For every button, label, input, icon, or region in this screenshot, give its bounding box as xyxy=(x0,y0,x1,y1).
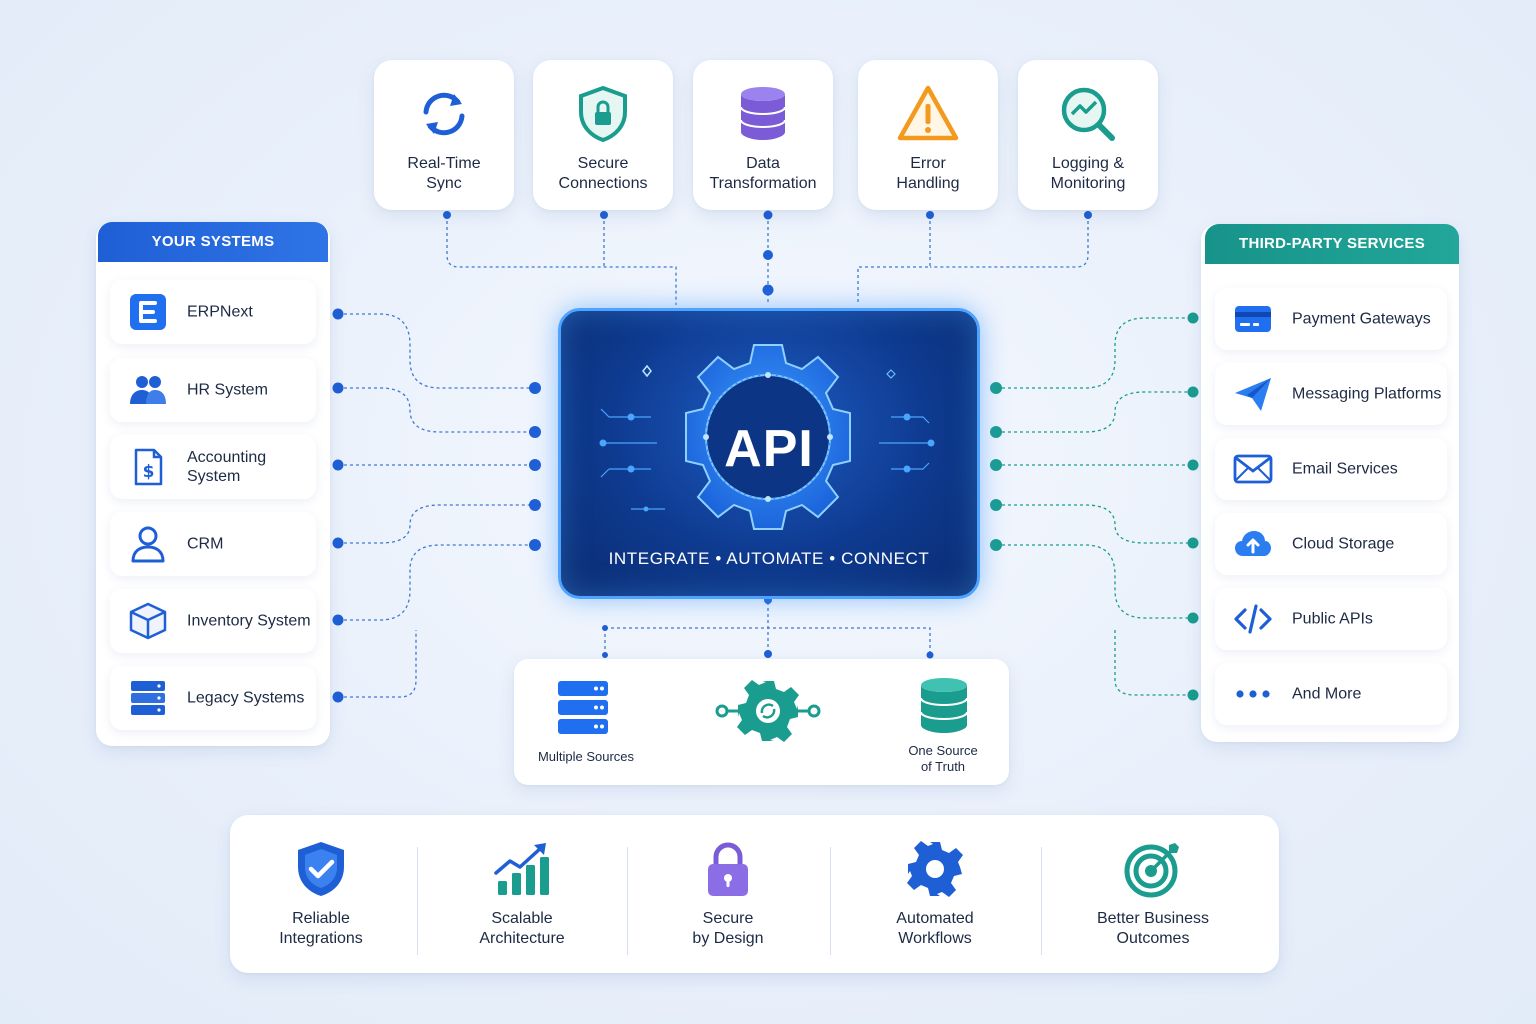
cloud-upload-icon xyxy=(1235,531,1271,556)
system-item-label: Legacy Systems xyxy=(187,689,305,707)
feature-card-error-handling: Error Handling xyxy=(858,60,998,210)
service-item-cloud-storage[interactable]: Cloud Storage xyxy=(1215,513,1447,575)
mail-icon xyxy=(1233,454,1273,484)
service-item-messaging-platforms[interactable]: Messaging Platforms xyxy=(1215,363,1447,425)
sync-icon xyxy=(423,92,465,136)
benefit-label: Scalable Architecture xyxy=(479,910,565,947)
feature-label: Error Handling xyxy=(896,155,960,192)
system-item-accounting-system[interactable]: $ Accounting System xyxy=(110,435,316,499)
erpnext-icon xyxy=(130,294,166,330)
service-item-and-more[interactable]: And More xyxy=(1215,663,1447,725)
service-item-label: And More xyxy=(1292,685,1362,703)
feature-card-real-time-sync: Real-Time Sync xyxy=(374,60,514,210)
more-icon xyxy=(1236,690,1270,698)
feature-card-secure-connections: Secure Connections xyxy=(533,60,673,210)
single-source-flow: Multiple Sources One Source of Truth xyxy=(514,659,1009,785)
benefit-reliable-integrations: Reliable Integrations xyxy=(230,815,412,973)
service-item-label: Email Services xyxy=(1292,460,1398,478)
one-source-of-truth-label: One Source of Truth xyxy=(908,743,978,774)
warning-icon xyxy=(897,85,959,141)
multiple-sources-label: Multiple Sources xyxy=(537,749,635,764)
service-item-public-apis[interactable]: Public APIs xyxy=(1215,588,1447,650)
single-database-icon xyxy=(920,678,968,733)
system-item-crm[interactable]: CRM xyxy=(110,512,316,576)
system-item-hr-system[interactable]: HR System xyxy=(110,358,316,422)
service-item-label: Payment Gateways xyxy=(1292,310,1431,328)
gear-icon xyxy=(907,841,963,897)
system-item-label: ERPNext xyxy=(187,303,253,321)
third-party-title: THIRD-PARTY SERVICES xyxy=(1205,224,1459,264)
credit-card-icon xyxy=(1235,306,1271,332)
feature-card-logging-monitoring: Logging & Monitoring xyxy=(1018,60,1158,210)
benefit-automated-workflows: Automated Workflows xyxy=(832,815,1038,973)
database-icon xyxy=(740,87,786,140)
invoice-icon: $ xyxy=(134,448,163,486)
system-item-legacy-systems[interactable]: Legacy Systems xyxy=(110,666,316,730)
feature-label: Secure Connections xyxy=(558,155,648,192)
api-gear-icon xyxy=(599,344,935,530)
your-systems-title: YOUR SYSTEMS xyxy=(98,222,328,262)
benefit-scalable-architecture: Scalable Architecture xyxy=(420,815,624,973)
service-item-email-services[interactable]: Email Services xyxy=(1215,438,1447,500)
system-item-label: HR System xyxy=(187,381,268,399)
feature-card-data-transformation: Data Transformation xyxy=(693,60,833,210)
server-icon xyxy=(131,681,165,715)
growth-chart-icon xyxy=(494,843,549,895)
server-stack-icon xyxy=(558,681,608,734)
service-item-label: Public APIs xyxy=(1292,610,1373,628)
service-item-label: Cloud Storage xyxy=(1292,535,1395,553)
third-party-panel: THIRD-PARTY SERVICES Payment Gateways Me… xyxy=(1201,224,1459,742)
code-icon xyxy=(1234,604,1272,634)
benefit-label: Secure by Design xyxy=(692,910,764,947)
benefits-bar: Reliable Integrations Scalable Architect… xyxy=(230,815,1279,973)
benefit-better-business-outcomes: Better Business Outcomes xyxy=(1042,815,1264,973)
service-item-label: Messaging Platforms xyxy=(1292,385,1442,403)
api-hub: API INTEGRATE • AUTOMATE • CONNECT xyxy=(558,308,980,599)
svg-text:$: $ xyxy=(143,462,155,482)
monitor-search-icon xyxy=(1061,87,1115,141)
feature-label: Real-Time Sync xyxy=(407,155,481,192)
divider xyxy=(830,847,831,955)
system-item-label: Inventory System xyxy=(187,612,311,630)
users-icon xyxy=(130,376,166,404)
api-title: API xyxy=(724,420,814,478)
system-item-label: Accounting System xyxy=(187,449,267,485)
system-item-erpnext[interactable]: ERPNext xyxy=(110,280,316,344)
api-subtitle: INTEGRATE • AUTOMATE • CONNECT xyxy=(608,549,930,568)
divider xyxy=(627,847,628,955)
benefit-label: Automated Workflows xyxy=(896,910,974,947)
benefit-label: Better Business Outcomes xyxy=(1096,910,1210,947)
benefit-secure-by-design: Secure by Design xyxy=(628,815,828,973)
system-item-inventory-system[interactable]: Inventory System xyxy=(110,589,316,653)
system-item-label: CRM xyxy=(187,535,224,553)
your-systems-panel: YOUR SYSTEMS ERPNext HR System $ Account… xyxy=(96,222,330,746)
target-icon xyxy=(1124,843,1179,898)
processing-gear-icon xyxy=(715,680,821,742)
padlock-icon xyxy=(708,842,748,896)
shield-check-icon xyxy=(298,842,344,896)
feature-label: Logging & Monitoring xyxy=(1050,155,1126,192)
divider xyxy=(417,847,418,955)
user-icon xyxy=(131,526,165,563)
shield-lock-icon xyxy=(579,85,627,143)
benefit-label: Reliable Integrations xyxy=(279,910,363,947)
box-icon xyxy=(129,602,167,640)
service-item-payment-gateways[interactable]: Payment Gateways xyxy=(1215,288,1447,350)
divider xyxy=(1041,847,1042,955)
send-icon xyxy=(1235,378,1271,411)
feature-label: Data Transformation xyxy=(709,155,817,192)
